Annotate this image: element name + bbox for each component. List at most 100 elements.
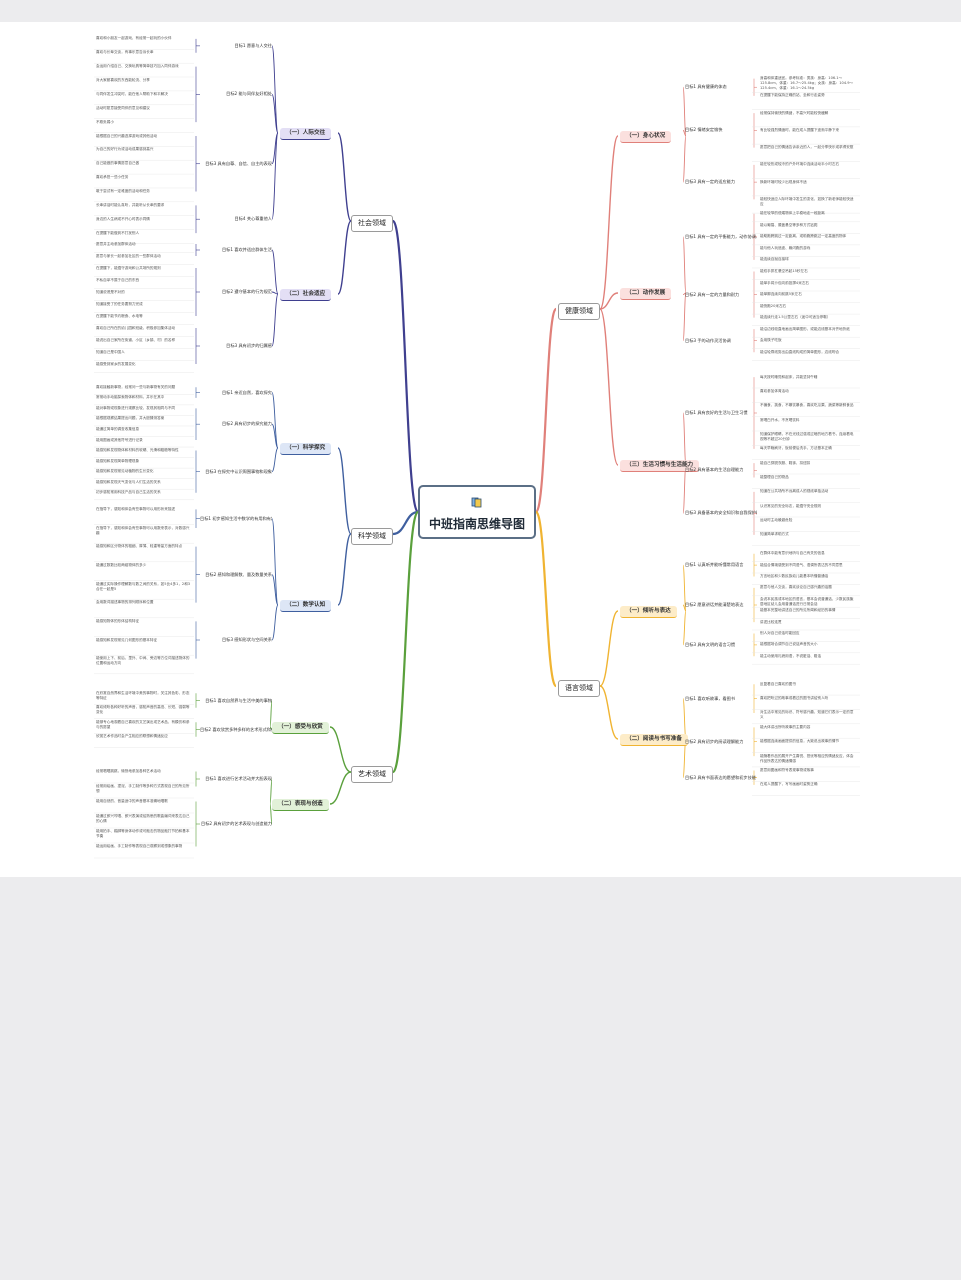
leaf-node[interactable]: 在提醒下能保持正确的站、坐和行走姿势 [760, 93, 856, 98]
goal-node[interactable]: 目标3 具备基本的安全知识和自我保护能力 [685, 510, 757, 516]
leaf-node[interactable]: 常常动手动脑探索物体和材料，并乐在其中 [96, 395, 192, 400]
goal-node[interactable]: 目标3 感知形状与空间关系 [221, 637, 272, 642]
leaf-node[interactable]: 不私自拿不属于自己的东西 [96, 278, 192, 283]
goal-node[interactable]: 目标3 在探究中认识周围事物和现象 [205, 468, 272, 474]
leaf-node[interactable]: 能沿轮廓线剪出由直线构成的简单图形，边线吻合 [760, 350, 856, 355]
leaf-node[interactable]: 能用拍手、踏脚等身体动作或可敲击的物品敲打节拍和基本节奏 [96, 829, 192, 839]
subtopic-node[interactable]: （一）身心状况 [620, 131, 672, 143]
leaf-node[interactable]: 能感知物体的形体结构特征 [96, 619, 192, 624]
leaf-node[interactable]: 能基本完整地讲述自己的所见所闻和经历的事情 [760, 608, 856, 613]
leaf-node[interactable]: 愿意与家长一起参加社区的一些群体活动 [96, 254, 192, 259]
leaf-node[interactable]: 能根据连续画面提供的信息，大致说出故事的情节 [760, 739, 856, 744]
leaf-node[interactable]: 经常唱唱跳跳，愉快地参加各种艺术活动 [96, 769, 192, 774]
leaf-node[interactable]: 会说本民族或本地区的语言，基本会说普通话，少数民族聚居地区幼儿会用普通话进行日常… [760, 597, 856, 607]
goal-node[interactable]: 目标3 具有一定的适应能力 [685, 179, 736, 185]
leaf-node[interactable]: 身高和体重适宜。参考标准：男孩：身高：106.1～125.8cm，体重：16.7… [760, 76, 856, 91]
goal-node[interactable]: 目标2 具有初步的阅读理解能力 [685, 738, 744, 744]
leaf-node[interactable]: 知道说谎是不对的 [96, 290, 192, 295]
leaf-node[interactable]: 身边的人生病或不开心时表示同情 [96, 217, 192, 222]
leaf-node[interactable]: 在指导下，感知和体会有些事物可以用形状来描述 [96, 507, 192, 512]
leaf-node[interactable]: 在提醒下能节约粮食、水电等 [96, 314, 192, 319]
goal-node[interactable]: 目标1 具有良好的生活与卫生习惯 [685, 410, 748, 415]
leaf-node[interactable]: 不偏食、挑食，不暴饮暴食，喜欢吃瓜果、蔬菜等新鲜食品 [760, 403, 856, 408]
leaf-node[interactable]: 在成人提醒下，写写画画时姿势正确 [760, 782, 856, 787]
subtopic-node[interactable]: （二）阅读与书写准备 [620, 734, 688, 746]
leaf-node[interactable]: 能沿边线较直地画出简单图形，或能边线基本对齐地折纸 [760, 327, 856, 332]
leaf-node[interactable]: 常喝白开水，不贪喝饮料 [760, 418, 856, 423]
leaf-node[interactable]: 为自己的好行为或活动成果感到高兴 [96, 147, 192, 152]
goal-node[interactable]: 目标3 具有文明的语言习惯 [685, 641, 736, 647]
leaf-node[interactable]: 在提醒下能做到不打扰别人 [96, 231, 192, 236]
leaf-node[interactable]: 能单脚连续向前跳5米左右 [760, 292, 856, 297]
leaf-node[interactable]: 能说出自己家所在街道、小区（乡镇、村）的名称 [96, 338, 192, 343]
leaf-node[interactable]: 愿意用图画和符号表现事物或故事 [760, 768, 856, 773]
leaf-node[interactable]: 知道接受了的任务要努力完成 [96, 302, 192, 307]
leaf-node[interactable]: 别人对自己说话时能回应 [760, 631, 856, 636]
goal-node[interactable]: 目标2 具有一定的力量和耐力 [685, 291, 740, 297]
leaf-node[interactable]: 能够专心地观看自己喜欢的文艺演出或艺术品，有模仿和参与的愿望 [96, 720, 192, 730]
leaf-node[interactable]: 能通过实际操作理解数与数之间的关系，如5比4多1，2和3合在一起是5 [96, 581, 191, 591]
leaf-node[interactable]: 能使用上下、前后、里外、中间、旁边等方位词描述物体的位置和运动方向 [96, 656, 192, 666]
leaf-node[interactable]: 欣赏艺术作品时会产生相应的联想和情绪反应 [96, 734, 192, 739]
leaf-node[interactable]: 能感知和发现常见动植物的生长变化 [96, 469, 192, 474]
leaf-node[interactable]: 能用自然的、音量适中的声音基本准确地唱歌 [96, 799, 192, 804]
leaf-node[interactable]: 能单手将沙包向前投掷4米左右 [760, 281, 856, 286]
central-topic[interactable]: 中班指南思维导图 [418, 485, 536, 539]
subtopic-node[interactable]: （三）生活习惯与生活能力 [620, 460, 700, 472]
leaf-node[interactable]: 活动时愿意接受同伴的意见和建议 [96, 106, 192, 111]
leaf-node[interactable]: 每天按时睡觉和起床，并能坚持午睡 [760, 375, 856, 380]
leaf-node[interactable]: 自己能做的事情愿意自己做 [96, 161, 192, 166]
leaf-node[interactable]: 讲述比较连贯 [760, 620, 856, 625]
domain-node[interactable]: 社会领域 [351, 215, 393, 232]
goal-node[interactable]: 目标2 愿意讲话并能清楚地表达 [685, 602, 744, 607]
leaf-node[interactable]: 能与他人玩追逐、躲闪跑的游戏 [760, 246, 856, 251]
leaf-node[interactable]: 能在较热或较冷的户外环境中连续活动半小时左右 [760, 162, 856, 167]
leaf-node[interactable]: 能感受到家乡的发展变化 [96, 362, 192, 367]
leaf-node[interactable]: 能连续行走1.5公里左右（途中可适当停歇） [760, 315, 856, 320]
goal-node[interactable]: 目标2 遵守基本的行为规范 [221, 289, 272, 294]
leaf-node[interactable]: 能运用绘画、手工制作等表现自己观察到或想象的事物 [96, 844, 192, 849]
leaf-node[interactable]: 对大家都喜欢的东西能轮流、分享 [96, 78, 192, 83]
leaf-node[interactable]: 知道保护眼睛，不在光线过强或过暗的地方看书，连续看电视等不超过20分钟 [760, 432, 856, 442]
leaf-node[interactable]: 知道简单求助方式 [760, 532, 856, 537]
goal-node[interactable]: 目标2 感知和理解数、量及数量关系 [205, 571, 272, 577]
leaf-node[interactable]: 喜欢承担一些小任务 [96, 175, 192, 180]
goal-node[interactable]: 目标1 具有健康的体态 [685, 84, 727, 90]
leaf-node[interactable]: 能自己穿脱衣服、鞋袜、扣纽扣 [760, 461, 856, 466]
leaf-node[interactable]: 会用数词描述事物的排列顺序和位置 [96, 600, 192, 605]
goal-node[interactable]: 目标2 情绪安定愉快 [685, 127, 723, 133]
domain-node[interactable]: 艺术领域 [351, 766, 393, 783]
leaf-node[interactable]: 换新环境时较少出现身体不适 [760, 180, 856, 185]
leaf-node[interactable]: 能以匍匐、膝盖悬空等多种方式钻爬 [760, 223, 856, 228]
subtopic-node[interactable]: （一）感受与欣赏 [272, 722, 329, 734]
leaf-node[interactable]: 能感知和发现常见几何图形的基本特征 [96, 638, 192, 643]
subtopic-node[interactable]: （二）表现与创造 [272, 799, 329, 811]
leaf-node[interactable]: 经常用绘画、捏泥、手工制作等多种方式表现自己的所见所想 [96, 784, 192, 794]
leaf-node[interactable]: 能结合情境感受到不同语气、语调所表达的不同意思 [760, 563, 856, 568]
leaf-node[interactable]: 经常保持愉快的情绪，不高兴时能较快缓解 [760, 111, 856, 116]
leaf-node[interactable]: 与同伴发生冲突时，能在他人帮助下和平解决 [96, 92, 192, 97]
leaf-node[interactable]: 能通过即兴哼唱、即兴表演或给熟悉的歌曲编词来表达自己的心情 [96, 814, 192, 824]
leaf-node[interactable]: 愿意并主动参加群体活动 [96, 242, 192, 247]
leaf-node[interactable]: 认识常见的安全标志，能遵守安全规则 [760, 504, 856, 509]
goal-node[interactable]: 目标1 亲近自然，喜欢探究 [221, 389, 272, 395]
leaf-node[interactable]: 会用筷子吃饭 [760, 338, 856, 343]
leaf-node[interactable]: 能根据自己的兴趣选择游戏或其他活动 [96, 134, 192, 139]
leaf-node[interactable]: 在指导下，感知和体会有些事物可以用数来表示，对数感兴趣 [96, 526, 192, 536]
subtopic-node[interactable]: （一）人际交往 [280, 128, 332, 140]
leaf-node[interactable]: 知道自己是中国人 [96, 350, 192, 355]
leaf-node[interactable]: 能连续自抛自接球 [760, 257, 856, 262]
goal-node[interactable]: 目标3 手的动作灵活协调 [685, 337, 731, 343]
leaf-node[interactable]: 喜欢自己所在的幼儿园和班级，积极参加集体活动 [96, 326, 192, 331]
leaf-node[interactable]: 能根据观察结果提出问题，并大胆猜测答案 [96, 416, 192, 421]
goal-node[interactable]: 目标1 喜欢进行艺术活动并大胆表现 [205, 776, 272, 781]
leaf-node[interactable]: 能感知和发现物体和材料的软硬、光滑和粗糙等特性 [96, 448, 192, 453]
subtopic-node[interactable]: （一）科学探究 [280, 443, 332, 455]
leaf-node[interactable]: 喜欢和小朋友一起游戏，有经常一起玩的小伙伴 [96, 36, 192, 41]
leaf-node[interactable]: 敢于尝试有一定难度的活动和任务 [96, 189, 192, 194]
domain-node[interactable]: 语言领域 [558, 680, 600, 697]
goal-node[interactable]: 目标2 能与同伴友好相处 [226, 91, 272, 97]
domain-node[interactable]: 健康领域 [558, 303, 600, 320]
goal-node[interactable]: 目标3 具有初步的归属感 [226, 343, 272, 348]
domain-node[interactable]: 科学领域 [351, 528, 393, 545]
